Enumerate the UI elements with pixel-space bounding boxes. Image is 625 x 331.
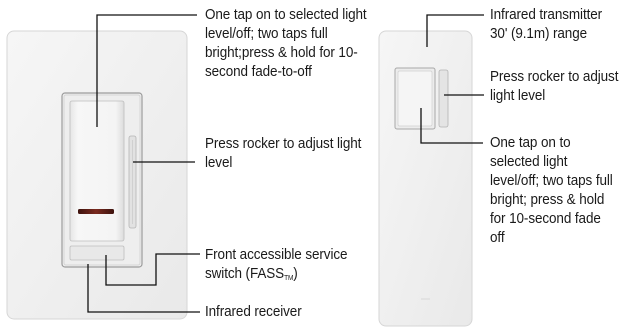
dimmer-leader-lines	[87, 14, 200, 313]
trademark-mark: TM	[284, 275, 294, 282]
tap-callout-remote: One tap on to selected light level/off; …	[490, 135, 613, 246]
fass-callout: Front accessible service switch (FASSTM)	[205, 246, 368, 286]
rocker-callout-dimmer: Press rocker to adjust light level	[205, 136, 362, 171]
fass-callout-text: Front accessible service switch (FASS	[205, 247, 348, 282]
remote-rocker-body[interactable]	[394, 67, 436, 130]
dimmer-led-bar	[78, 209, 114, 214]
leader-tap-remote	[420, 108, 483, 144]
remote-side-rocker[interactable]	[438, 69, 449, 128]
dimmer-rocker[interactable]	[128, 135, 137, 229]
leader-fass	[105, 253, 200, 286]
receiver-callout: Infrared receiver	[205, 304, 302, 320]
remote-bottom-mark	[421, 298, 430, 300]
leader-receiver	[87, 264, 200, 313]
leader-transmitter	[426, 14, 484, 47]
fass-switch[interactable]	[69, 245, 125, 261]
leader-tap-dimmer	[96, 14, 197, 127]
remote-leader-lines	[420, 14, 484, 144]
fass-callout-end: )	[293, 266, 298, 282]
rocker-callout-remote: Press rocker to adjust light level	[490, 69, 619, 104]
tap-callout-dimmer: One tap on to selected light level/off; …	[205, 7, 367, 80]
transmitter-callout: Infrared transmitter 30' (9.1m) range	[490, 7, 603, 42]
